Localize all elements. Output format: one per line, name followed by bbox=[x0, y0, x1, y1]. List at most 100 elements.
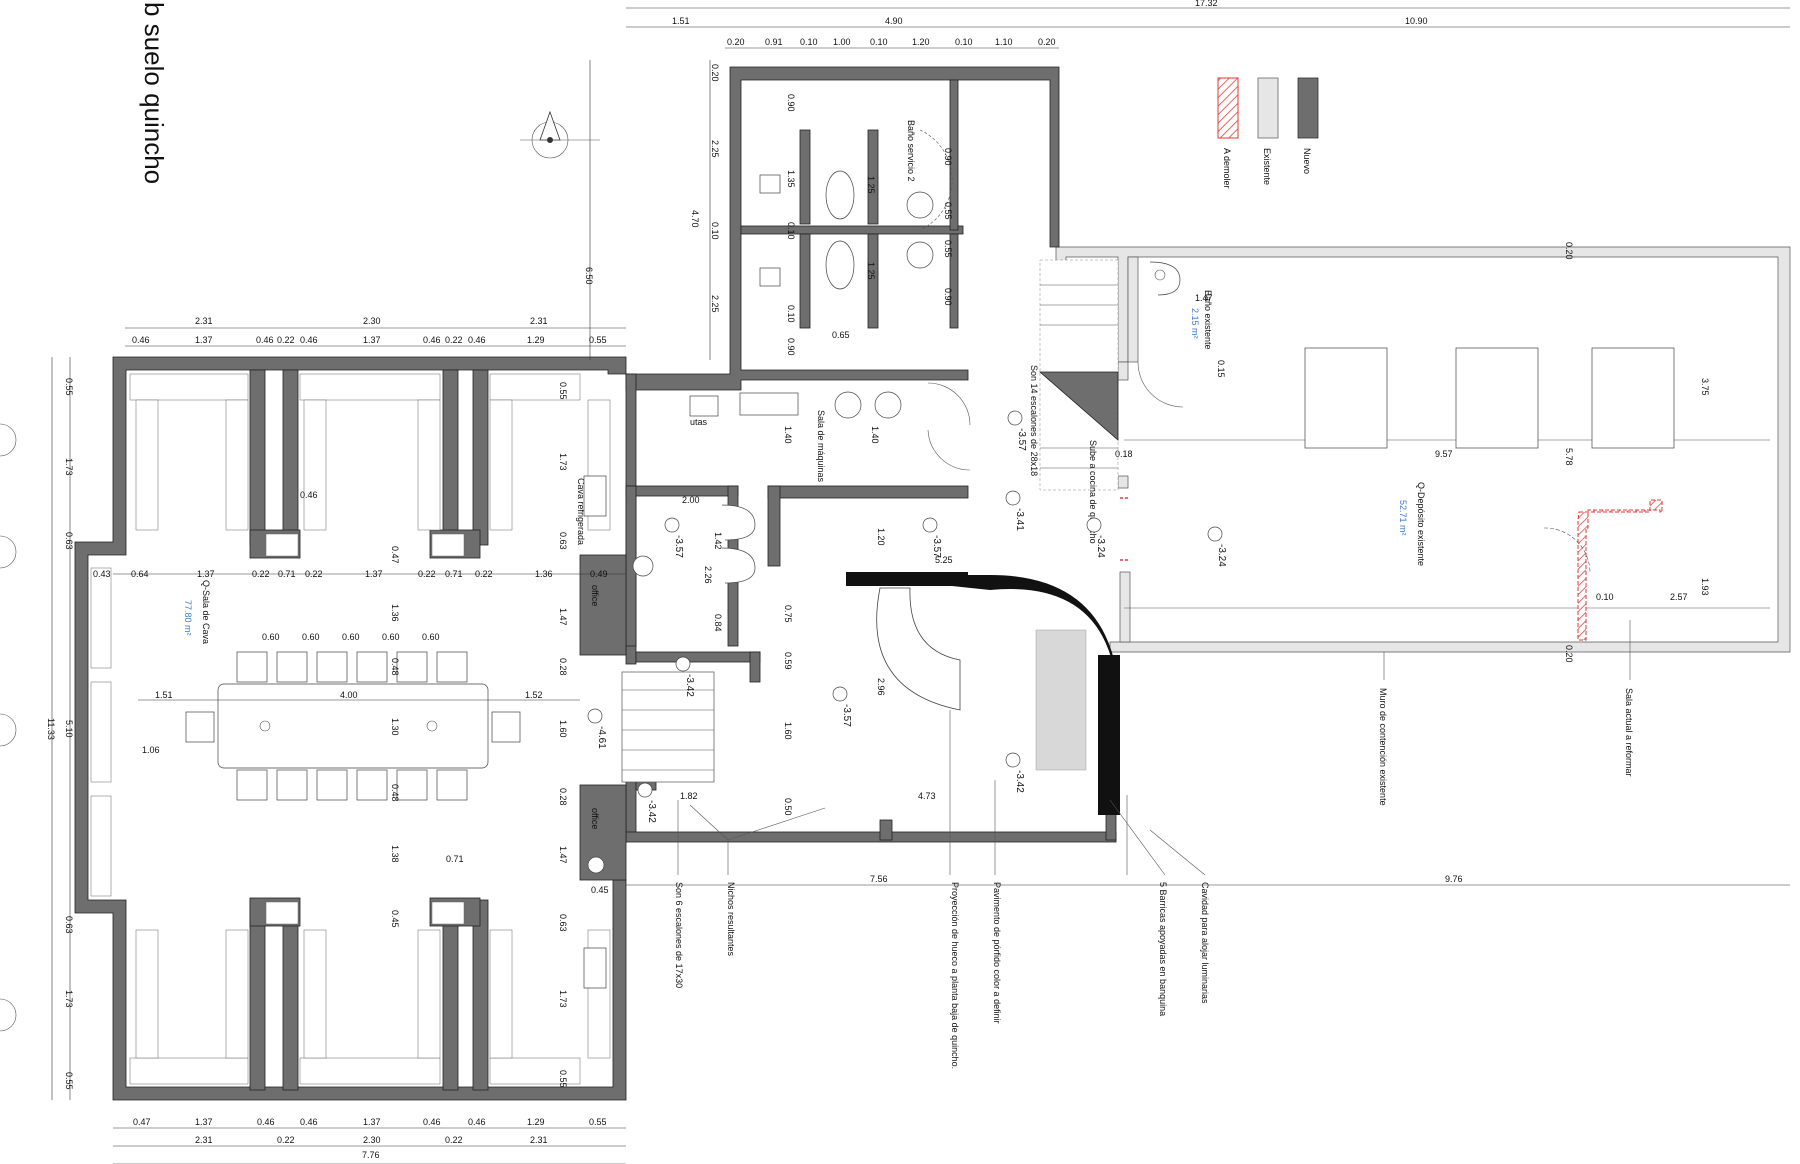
dim-row1-major: 2.31 bbox=[530, 316, 548, 326]
dim-left: 0.63 bbox=[64, 916, 74, 934]
legend-label-existente: Existente bbox=[1262, 148, 1272, 185]
dim-row1-minor: 0.46 bbox=[468, 335, 486, 345]
dim-mid-row: 0.64 bbox=[131, 569, 149, 579]
dim-mid: 5.25 bbox=[935, 555, 953, 565]
dim-mid-row: 0.22 bbox=[475, 569, 493, 579]
dim-bath: 0.20 bbox=[1038, 37, 1056, 47]
dim-top-a: 1.51 bbox=[672, 16, 690, 26]
dim-row1-minor: 0.55 bbox=[589, 335, 607, 345]
dim-bottom-minor: 0.46 bbox=[257, 1117, 275, 1127]
dim-right-col: 0.28 bbox=[558, 658, 568, 676]
section-marker-icon bbox=[0, 998, 17, 1032]
room-office-1: office bbox=[590, 585, 600, 606]
dining-table bbox=[185, 651, 521, 801]
dim-bottom-line: 9.76 bbox=[1445, 874, 1463, 884]
dim-table-side: 1.52 bbox=[525, 690, 543, 700]
level-marker: -3.57 bbox=[664, 517, 684, 558]
dim-bottom-major: 0.22 bbox=[277, 1135, 295, 1145]
dim-left: 0.55 bbox=[64, 378, 74, 396]
dim-bath-vert: 2.25 bbox=[710, 140, 720, 158]
section-marker-icon bbox=[0, 423, 17, 457]
dim-left: 1.73 bbox=[64, 458, 74, 476]
dim-bath-inner: 0.90 bbox=[943, 148, 953, 166]
dim-mid: 2.96 bbox=[876, 678, 886, 696]
svg-text:-3.42: -3.42 bbox=[646, 800, 657, 823]
svg-text:-3.57: -3.57 bbox=[1016, 428, 1027, 451]
dim-maq: 1.40 bbox=[870, 426, 880, 444]
stair-kitchen bbox=[1038, 259, 1119, 491]
dim-bath: 1.10 bbox=[995, 37, 1013, 47]
dim-right-col: 1.47 bbox=[558, 608, 568, 626]
dim-top-b: 4.90 bbox=[885, 16, 903, 26]
dim-left: 0.55 bbox=[64, 1072, 74, 1090]
dim-top-total: 17.32 bbox=[1195, 0, 1218, 8]
dim-bottom-minor: 0.55 bbox=[589, 1117, 607, 1127]
dim-table-w: 1.30 bbox=[390, 718, 400, 736]
level-marker: -3.24 bbox=[1207, 526, 1227, 567]
level-marker: -3.57 bbox=[1007, 410, 1027, 451]
svg-text:-3.42: -3.42 bbox=[1014, 770, 1025, 793]
deposito-walls bbox=[1055, 246, 1791, 653]
dim-right-col: 1.60 bbox=[558, 720, 568, 738]
dim-dep: 3.75 bbox=[1700, 378, 1710, 396]
dim-bath: 1.00 bbox=[833, 37, 851, 47]
stair-straight bbox=[621, 671, 715, 783]
dim-table-side: 1.51 bbox=[155, 690, 173, 700]
dim-bath-inner: 0.65 bbox=[832, 330, 850, 340]
section-marker-icon bbox=[0, 535, 17, 569]
legend-label-demoler: A demoler bbox=[1222, 148, 1232, 189]
dim-center-col: 0.48 bbox=[390, 658, 400, 676]
dim-right-col: 1.73 bbox=[558, 990, 568, 1008]
dim-row1-minor: 0.46 bbox=[256, 335, 274, 345]
legend-swatch-existente bbox=[1257, 77, 1279, 139]
legend-label-nuevo: Nuevo bbox=[1302, 148, 1312, 174]
dim-right-col: 0.28 bbox=[558, 788, 568, 806]
bano-existente bbox=[1127, 256, 1184, 408]
dim-mid: 1.60 bbox=[783, 722, 793, 740]
dim-bath-inner: 0.90 bbox=[786, 94, 796, 112]
dim-row1-minor: 0.46 bbox=[423, 335, 441, 345]
room-cava-refrigerada: Cava refrigerada bbox=[576, 478, 586, 545]
dim-mid-row: 0.22 bbox=[418, 569, 436, 579]
dim-bath-inner: 0.90 bbox=[786, 338, 796, 356]
dim-right-col: 1.47 bbox=[558, 846, 568, 864]
dim-table-row: 0.60 bbox=[342, 632, 360, 642]
dim-bottom-major: 2.31 bbox=[195, 1135, 213, 1145]
level-marker: -3.24 bbox=[1086, 517, 1106, 558]
svg-text:-3.57: -3.57 bbox=[841, 704, 852, 727]
svg-text:-3.24: -3.24 bbox=[1095, 535, 1106, 558]
area-deposito: 52.71 m² bbox=[1398, 500, 1408, 536]
dim-bath-inner: 1.25 bbox=[866, 262, 876, 280]
note-sala-actual: Sala actual a reformar bbox=[1624, 688, 1634, 777]
dim-bath-inner: 1.35 bbox=[786, 170, 796, 188]
dim-center-col: 1.36 bbox=[390, 604, 400, 622]
dim-row1-minor: 0.46 bbox=[132, 335, 150, 345]
level-marker: -3.42 bbox=[637, 782, 657, 823]
dim-table-row: 0.60 bbox=[422, 632, 440, 642]
dim-center-col: 1.38 bbox=[390, 845, 400, 863]
level-marker: -3.57 bbox=[922, 517, 942, 558]
dim-left: 5.10 bbox=[64, 720, 74, 738]
dim-row1-major: 2.31 bbox=[195, 316, 213, 326]
svg-text:-3.24: -3.24 bbox=[1216, 544, 1227, 567]
office-fixtures bbox=[583, 475, 607, 989]
dim-maq: 1.40 bbox=[783, 426, 793, 444]
dim-bath: 0.10 bbox=[870, 37, 888, 47]
wine-racks bbox=[90, 373, 611, 1085]
dim-bath-inner: 1.25 bbox=[866, 176, 876, 194]
dim-right-col: 0.55 bbox=[558, 1070, 568, 1088]
note-barricas: 5 Barricas apoyadas en banquina bbox=[1158, 882, 1168, 1016]
dim-dep: 0.20 bbox=[1564, 645, 1574, 663]
dim-right-col: 1.73 bbox=[558, 453, 568, 471]
dim-center-col: 0.46 bbox=[300, 490, 318, 500]
level-marker: -4.61 bbox=[587, 708, 607, 749]
dim-row1-major: 2.30 bbox=[363, 316, 381, 326]
dim-mid-row: 1.37 bbox=[365, 569, 383, 579]
svg-text:-3.41: -3.41 bbox=[1014, 508, 1025, 531]
dim-dep: 5.78 bbox=[1564, 448, 1574, 466]
north-arrow-icon bbox=[520, 110, 600, 159]
dim-dep: 0.18 bbox=[1115, 449, 1133, 459]
dim-mid: 0.75 bbox=[783, 605, 793, 623]
dimension-lines bbox=[51, 7, 1790, 1164]
